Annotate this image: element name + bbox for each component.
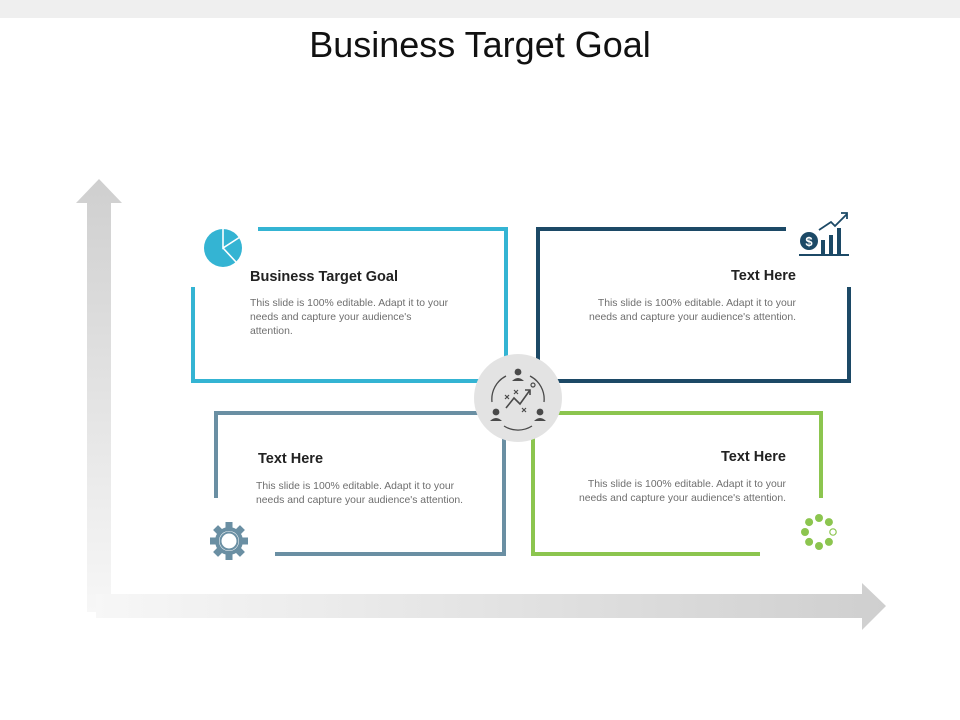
horizontal-axis-arrow	[96, 583, 886, 630]
vertical-axis-arrow	[76, 179, 122, 612]
loading-dots-icon	[801, 514, 837, 550]
quadrant-body-bottom-left: This slide is 100% editable. Adapt it to…	[256, 481, 464, 506]
gear-icon	[210, 522, 248, 560]
quadrant-body-top-left: This slide is 100% editable. Adapt it to…	[250, 298, 449, 337]
pie-chart-icon	[204, 229, 242, 267]
quadrant-body-bottom-right: This slide is 100% editable. Adapt it to…	[578, 479, 786, 504]
quadrant-body-top-right: This slide is 100% editable. Adapt it to…	[588, 298, 796, 323]
svg-text:$: $	[805, 234, 813, 249]
top-bar	[0, 0, 960, 18]
quadrant-heading-top-left: Business Target Goal	[250, 269, 398, 285]
slide-title: Business Target Goal	[309, 24, 651, 65]
quadrant-heading-bottom-right: Text Here	[720, 449, 786, 465]
dollar-growth-chart-icon: $	[799, 212, 849, 256]
team-strategy-icon	[490, 368, 546, 431]
quadrant-heading-bottom-left: Text Here	[258, 451, 324, 467]
quadrant-heading-top-right: Text Here	[730, 268, 796, 284]
